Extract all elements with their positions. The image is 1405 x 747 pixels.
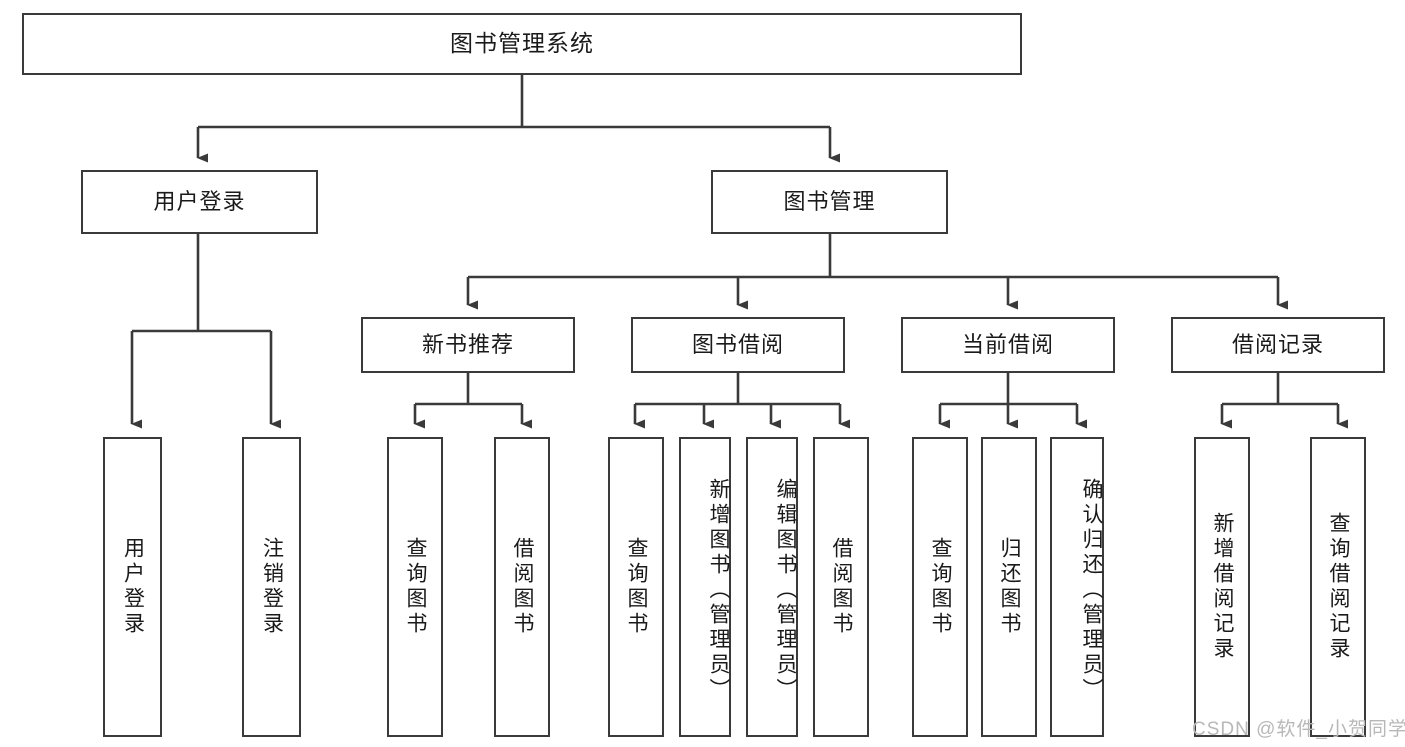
node-leaf-query-book-2[interactable]: 查询图书	[608, 437, 664, 737]
node-current-borrow[interactable]: 当前借阅	[901, 317, 1115, 373]
node-leaf-borrow-book-2[interactable]: 借阅图书	[813, 437, 869, 737]
node-leaf-add-record[interactable]: 新增借阅记录	[1194, 437, 1250, 737]
node-new-book-rec[interactable]: 新书推荐	[361, 317, 575, 373]
node-root[interactable]: 图书管理系统	[22, 13, 1022, 75]
node-leaf-add-book[interactable]: 新增图书（管理员）	[679, 437, 731, 737]
node-leaf-logout[interactable]: 注销登录	[242, 437, 301, 737]
node-book-borrow[interactable]: 图书借阅	[631, 317, 845, 373]
node-leaf-return-book[interactable]: 归还图书	[981, 437, 1037, 737]
node-user-login[interactable]: 用户登录	[81, 170, 318, 234]
watermark-text: CSDN @软件_小贺同学	[1192, 719, 1405, 740]
node-leaf-borrow-book-1[interactable]: 借阅图书	[494, 437, 550, 737]
node-leaf-edit-book[interactable]: 编辑图书（管理员）	[746, 437, 798, 737]
node-book-manage[interactable]: 图书管理	[711, 170, 948, 234]
node-leaf-confirm-return[interactable]: 确认归还（管理员）	[1050, 437, 1104, 737]
node-leaf-query-record[interactable]: 查询借阅记录	[1310, 437, 1366, 737]
node-leaf-query-book-3[interactable]: 查询图书	[912, 437, 968, 737]
node-borrow-record[interactable]: 借阅记录	[1171, 317, 1385, 373]
node-leaf-user-login[interactable]: 用户登录	[103, 437, 162, 737]
node-leaf-query-book-1[interactable]: 查询图书	[387, 437, 443, 737]
